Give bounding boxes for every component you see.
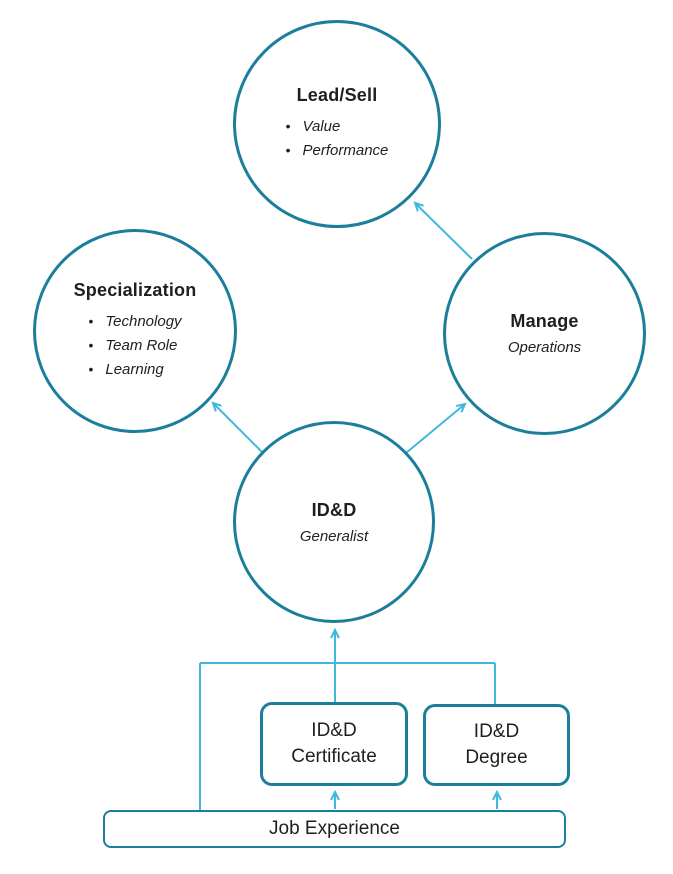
box-idd-degree: ID&D Degree (423, 704, 570, 786)
box-idd-certificate-line2: Certificate (291, 746, 377, 767)
node-idd-title: ID&D (311, 499, 357, 520)
bullet-marker: • (88, 361, 94, 377)
box-idd-degree-line2: Degree (465, 747, 528, 768)
bullet-item: • Learning (88, 358, 181, 382)
arrow-idd-to-manage (405, 402, 467, 454)
bullet-item: • Performance (286, 139, 389, 163)
bullet-item: • Technology (88, 310, 181, 334)
bullet-text: Technology (105, 313, 182, 330)
bullet-marker: • (285, 118, 291, 134)
box-idd-certificate: ID&D Certificate (260, 702, 408, 786)
lead-sell-bullet-list: • Value • Performance (286, 115, 389, 163)
node-specialization-title: Specialization (73, 280, 197, 300)
node-manage: Manage Operations (443, 232, 646, 435)
node-idd: ID&D Generalist (233, 421, 435, 623)
bullet-text: Learning (105, 361, 164, 378)
node-manage-title: Manage (510, 311, 579, 331)
bullet-item: • Value (286, 115, 389, 139)
box-job-experience-label: Job Experience (269, 818, 400, 840)
bullet-marker: • (88, 313, 94, 329)
box-idd-certificate-line1: ID&D (311, 720, 357, 742)
node-lead-sell-title: Lead/Sell (296, 85, 378, 105)
bullet-text: Performance (302, 142, 389, 159)
box-idd-degree-line1: ID&D (473, 721, 520, 743)
bullet-text: Team Role (105, 337, 178, 354)
arrow-idd-to-specialization (211, 401, 263, 453)
arrow-manage-to-lead-sell (413, 201, 473, 260)
node-lead-sell: Lead/Sell • Value • Performance (233, 20, 441, 228)
bullet-marker: • (88, 337, 94, 353)
node-idd-subtitle: Generalist (299, 527, 369, 545)
bullet-item: • Team Role (88, 334, 181, 358)
node-specialization: Specialization • Technology • Team Role … (33, 229, 237, 433)
bullet-marker: • (285, 142, 291, 158)
box-job-experience: Job Experience (103, 810, 566, 848)
node-manage-subtitle: Operations (507, 339, 582, 356)
specialization-bullet-list: • Technology • Team Role • Learning (88, 310, 181, 382)
bullet-text: Value (302, 118, 341, 135)
